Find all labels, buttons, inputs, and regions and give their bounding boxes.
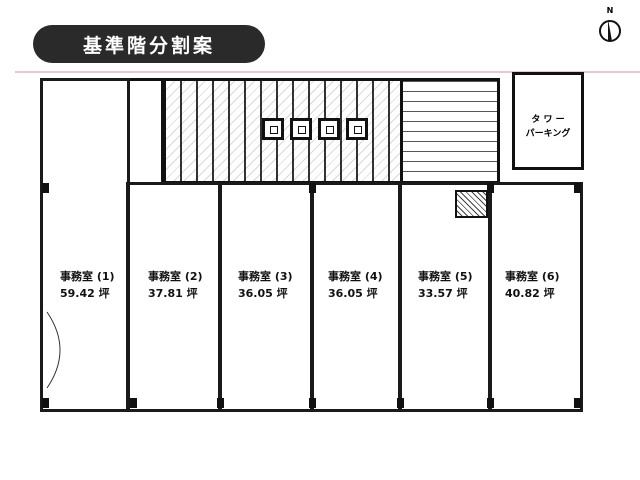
elevator-icon <box>290 118 312 140</box>
partition-wall <box>488 183 492 412</box>
office-area: 36.05 坪 <box>238 287 288 300</box>
compass: N <box>598 6 622 56</box>
partition-wall <box>398 183 402 412</box>
office-name: 事務室 (5) <box>418 270 473 283</box>
column <box>309 183 316 193</box>
office-area: 59.42 坪 <box>60 287 110 300</box>
office-3-label: 事務室 (3) 36.05 坪 <box>238 268 293 302</box>
office-6-label: 事務室 (6) 40.82 坪 <box>505 268 560 302</box>
north-arrow-icon <box>599 19 621 42</box>
column <box>574 183 581 193</box>
office-1-label: 事務室 (1) 59.42 坪 <box>60 268 115 302</box>
page-title: 基準階分割案 <box>33 25 265 63</box>
office-name: 事務室 (4) <box>328 270 383 283</box>
office-name: 事務室 (2) <box>148 270 203 283</box>
office-2-label: 事務室 (2) 37.81 坪 <box>148 268 203 302</box>
office-name: 事務室 (3) <box>238 270 293 283</box>
office-4-label: 事務室 (4) 36.05 坪 <box>328 268 383 302</box>
office-area: 36.05 坪 <box>328 287 378 300</box>
office-row <box>126 182 583 412</box>
column <box>42 183 49 193</box>
partition-wall <box>310 183 314 412</box>
stair-shaft <box>455 190 488 218</box>
column <box>309 398 316 408</box>
office-5-label: 事務室 (5) 33.57 坪 <box>418 268 473 302</box>
office-area: 37.81 坪 <box>148 287 198 300</box>
door-swing-icon <box>46 311 61 389</box>
office-area: 33.57 坪 <box>418 287 468 300</box>
column <box>130 398 137 408</box>
column <box>217 398 224 408</box>
header-divider <box>15 71 640 73</box>
compass-north-label: N <box>606 6 614 15</box>
service-area <box>130 78 163 183</box>
elevator-icon <box>346 118 368 140</box>
parking-label-line2: パーキング <box>525 129 571 139</box>
column <box>487 183 494 193</box>
right-service-area <box>400 78 500 184</box>
column <box>42 398 49 408</box>
partition-wall <box>218 183 222 412</box>
column <box>397 398 404 408</box>
elevator-icon <box>262 118 284 140</box>
office-area: 40.82 坪 <box>505 287 555 300</box>
elevator-icon <box>318 118 340 140</box>
office-name: 事務室 (1) <box>60 270 115 283</box>
column <box>487 398 494 408</box>
tower-parking: タ ワ ー パーキング <box>512 72 584 170</box>
office-name: 事務室 (6) <box>505 270 560 283</box>
column <box>574 398 581 408</box>
parking-label-line1: タ ワ ー <box>531 115 565 125</box>
